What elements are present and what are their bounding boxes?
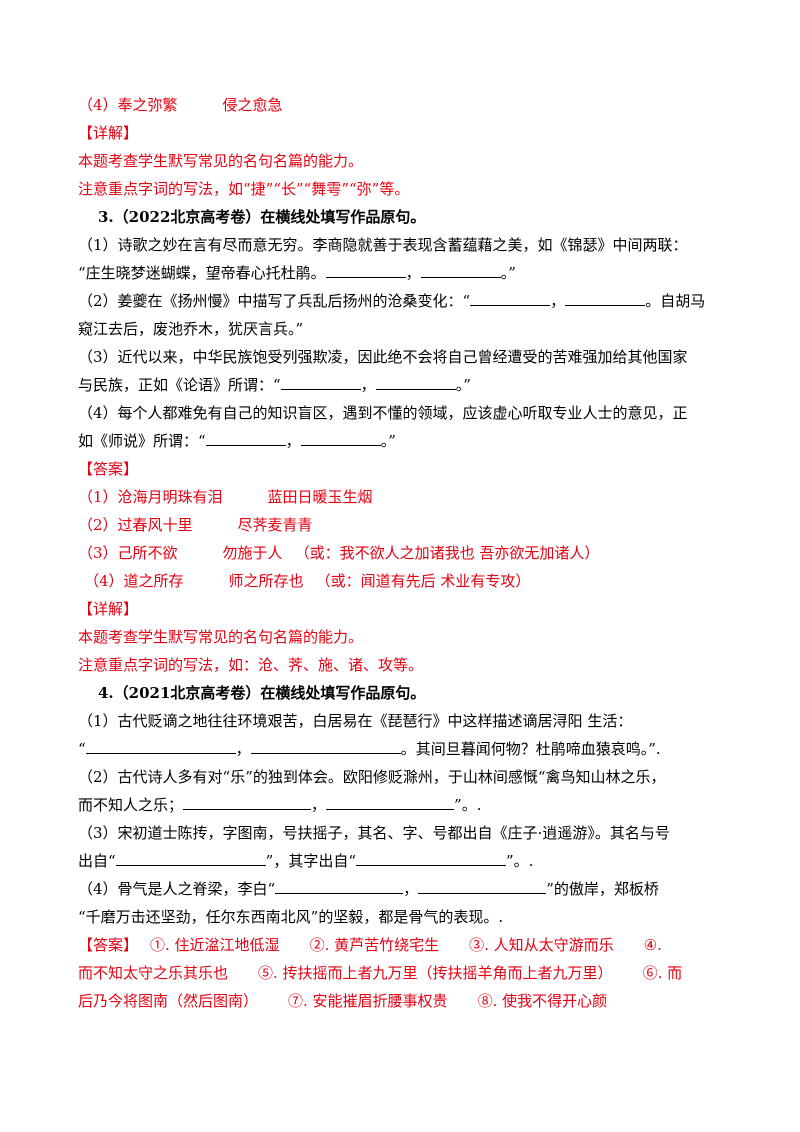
q4-item-3-line-2: 出自“”，其字出自“”。. bbox=[78, 852, 534, 870]
answer-blank bbox=[325, 264, 406, 278]
question-3-title: 3.（2022北京高考卷）在横线处填写作品原句。 bbox=[98, 208, 426, 226]
answer-blank bbox=[280, 376, 361, 390]
detail-text: 本题考查学生默写常见的名句名篇的能力。 bbox=[78, 628, 364, 646]
answer-blank bbox=[565, 292, 646, 306]
answer-text: 侵之愈急 bbox=[222, 96, 283, 114]
detail-label: 【详解】 bbox=[78, 600, 139, 618]
q4-item-2-line-1: （2）古代诗人多有对“乐”的独到体会。欧阳修贬滁州，于山林间感慨“禽鸟知山林之乐… bbox=[78, 768, 666, 786]
q3-item-1-line-2: “庄生晓梦迷蝴蝶，望帝春心托杜鹃。，。” bbox=[78, 264, 516, 282]
detail-text: 注意重点字词的写法，如“捷”“长”“舞雩”“弥”等。 bbox=[78, 180, 410, 198]
answer-label: 【答案】 bbox=[78, 460, 139, 478]
question-4-title: 4.（2021北京高考卷）在横线处填写作品原句。 bbox=[98, 684, 426, 702]
q3-item-4-line-2: 如《师说》所谓：“，。” bbox=[78, 432, 396, 450]
q4-item-2-line-2: 而不知人之乐；，”。. bbox=[78, 796, 482, 814]
answer-blank bbox=[115, 852, 266, 866]
answer-blank bbox=[300, 432, 381, 446]
answer-text: （4）奉之弥繁 bbox=[78, 96, 178, 114]
answer-blank bbox=[205, 432, 286, 446]
q3-answer-2: （2）过春风十里尽荠麦青青 bbox=[78, 516, 313, 534]
q3-item-2-line-2: 窥江去后，废池乔木，犹厌言兵。” bbox=[78, 320, 304, 338]
answer-blank bbox=[420, 264, 501, 278]
q3-item-3-line-1: （3）近代以来，中华民族饱受列强欺凌，因此绝不会将自己曾经遭受的苦难强加给其他国… bbox=[78, 348, 688, 366]
answer-blank bbox=[356, 852, 507, 866]
detail-text: 本题考查学生默写常见的名句名篇的能力。 bbox=[78, 152, 364, 170]
q3-item-1-line-1: （1）诗歌之妙在言有尽而意无穷。李商隐就善于表现含蓄蕴藉之美，如《锦瑟》中间两联… bbox=[78, 236, 688, 254]
answer-blank bbox=[275, 880, 404, 894]
answer-blank bbox=[470, 292, 551, 306]
q3-item-3-line-2: 与民族，正如《论语》所谓：“，。” bbox=[78, 376, 471, 394]
detail-label: 【详解】 bbox=[78, 124, 139, 142]
q3-item-4-line-1: （4）每个人都难免有自己的知识盲区，遇到不懂的领域，应该虚心听取专业人士的意见，… bbox=[78, 404, 688, 422]
answer-blank bbox=[250, 740, 401, 754]
q3-answer-4: （4）道之所存师之所存也（或：闻道有先后 术业有专攻） bbox=[84, 572, 531, 590]
q3-answer-3: （3）己所不欲勿施于人（或：我不欲人之加诸我也 吾亦欲无加诸人） bbox=[78, 544, 600, 562]
detail-text: 注意重点字词的写法，如：沧、荠、施、诸、攻等。 bbox=[78, 656, 424, 674]
q4-item-1-line-1: （1）古代贬谪之地往往环境艰苦，白居易在《琵琶行》中这样描述谪居浔阳 生活： bbox=[78, 712, 633, 730]
q4-item-4-line-1: （4）骨气是人之脊梁，李白“，”的傲岸，郑板桥 bbox=[78, 880, 659, 898]
answer-blank bbox=[85, 740, 236, 754]
prev-answer-4: （4）奉之弥繁 侵之愈急 bbox=[78, 91, 738, 119]
q4-item-3-line-1: （3）宋初道士陈抟，字图南，号扶摇子，其名、字、号都出自《庄子·逍遥游》。其名与… bbox=[78, 824, 670, 842]
document-page: （4）奉之弥繁 侵之愈急 【详解】 本题考查学生默写常见的名句名篇的能力。 注意重… bbox=[78, 91, 738, 1015]
answer-blank bbox=[418, 880, 547, 894]
q4-item-4-line-2: “千磨万击还坚劲，任尔东西南北风”的坚毅，都是骨气的表现。. bbox=[78, 908, 504, 926]
q4-item-1-line-2: “，。其间旦暮闻何物？杜鹃啼血猿哀鸣。”. bbox=[78, 740, 661, 758]
answer-blank bbox=[375, 376, 456, 390]
q3-answer-1: （1）沧海月明珠有泪蓝田日暖玉生烟 bbox=[78, 488, 373, 506]
answer-blank bbox=[326, 796, 455, 810]
answer-blank bbox=[183, 796, 312, 810]
q3-item-2-line-1: （2）姜夔在《扬州慢》中描写了兵乱后扬州的沧桑变化：“，。自胡马 bbox=[78, 292, 706, 310]
